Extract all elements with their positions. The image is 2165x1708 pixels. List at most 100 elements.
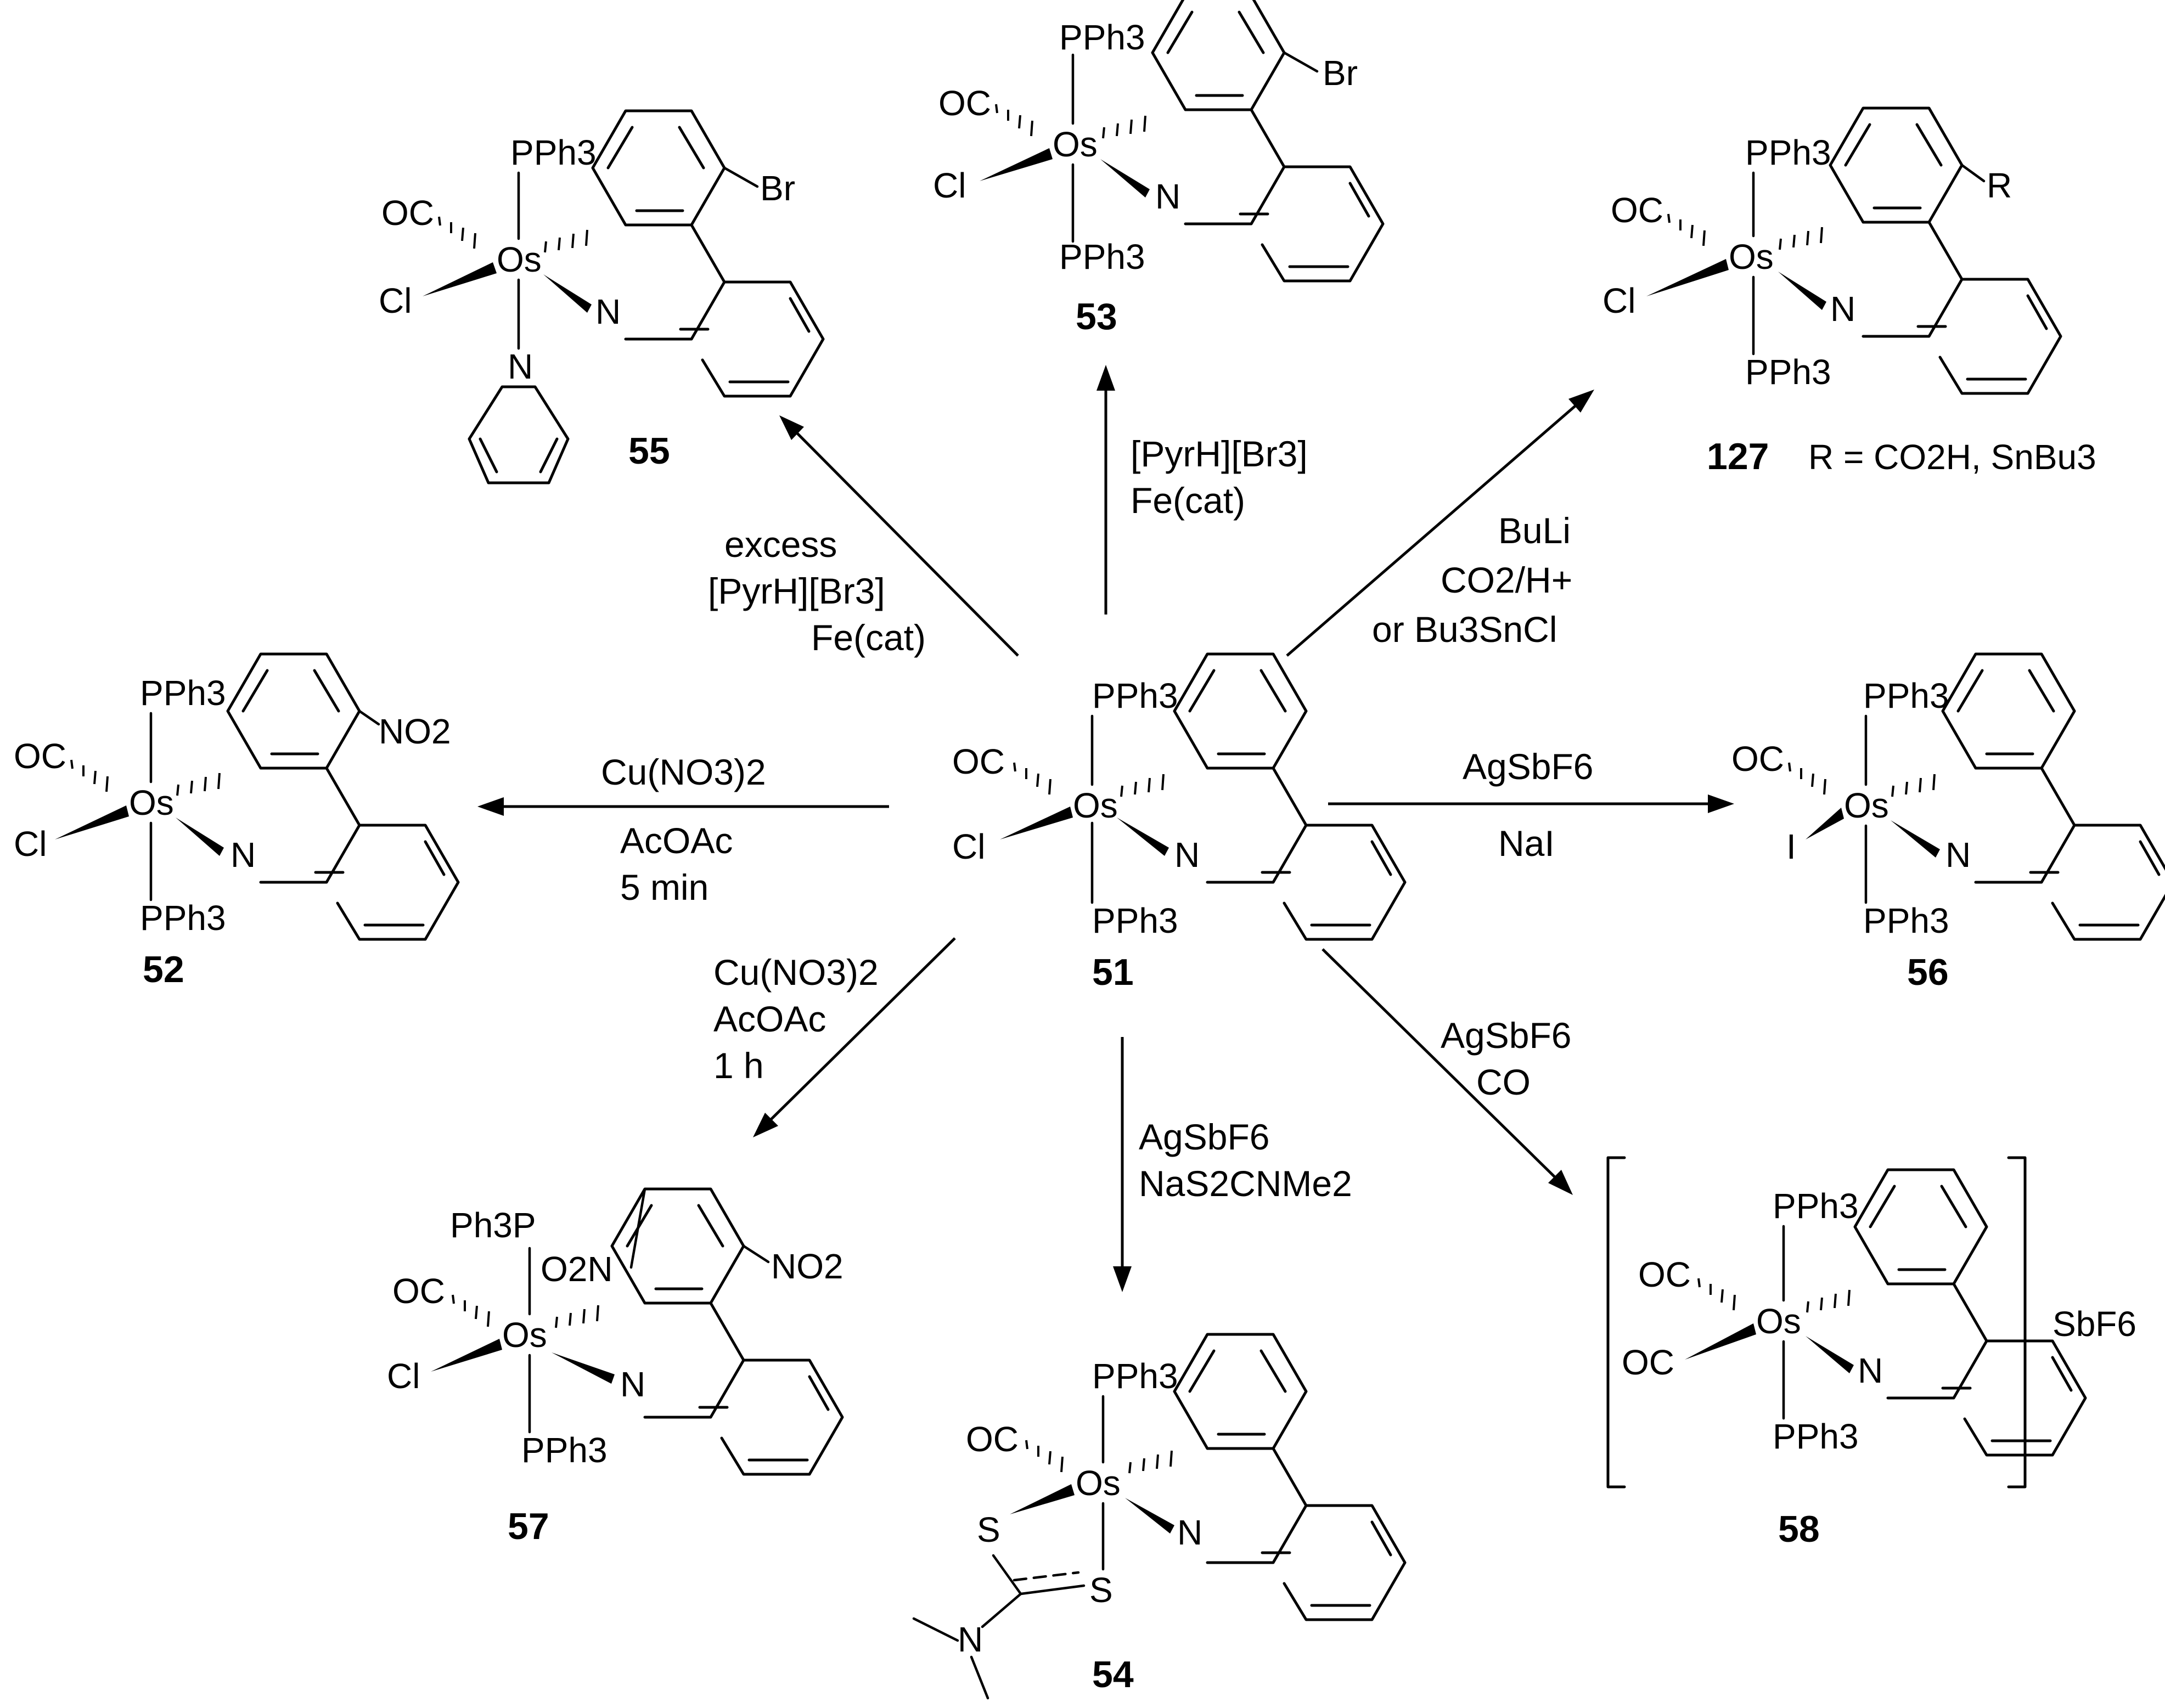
conditions-to-58: AgSbF6 CO: [1441, 1015, 1571, 1102]
c54-s2: S: [1089, 1570, 1113, 1610]
c55-number: 55: [628, 430, 670, 472]
c58-metal: Os: [1756, 1301, 1801, 1341]
cond-127-line1: BuLi: [1498, 510, 1571, 551]
c55-cl-ligand: Cl: [379, 281, 412, 320]
compound-58: SbF6 PPh3 OC OC Os N PPh3 58: [1606, 1156, 2136, 1550]
compound-52: PPh3 OC Cl Os N PPh3 NO2 52: [14, 654, 458, 990]
conditions-to-55: excess [PyrH][Br3] Fe(cat): [708, 524, 926, 658]
c53-cl-ligand: Cl: [933, 166, 966, 205]
c127-number: 127: [1707, 436, 1769, 477]
c54-co-ligand: OC: [966, 1419, 1019, 1459]
cond-52-line1: Cu(NO3)2: [601, 752, 766, 792]
c56-top-ligand: PPh3: [1863, 676, 1949, 715]
conditions-to-54: AgSbF6 NaS2CNMe2: [1139, 1117, 1352, 1204]
arrow-to-53: [1096, 365, 1115, 615]
c57-o2n: O2N: [541, 1249, 613, 1289]
c127-co-ligand: OC: [1611, 190, 1663, 230]
c55-top-ligand: PPh3: [510, 133, 597, 172]
cond-58-line2: CO: [1476, 1062, 1531, 1102]
c53-top-ligand: PPh3: [1059, 18, 1145, 57]
c57-metal: Os: [502, 1315, 547, 1355]
c55-n: N: [595, 292, 621, 331]
compound-51: PPh3 OC Cl Os N PPh3 51: [952, 654, 1405, 993]
c54-number: 54: [1092, 1654, 1134, 1695]
compound-57: Ph3P OC Cl Os N PPh3 O2N NO2 57: [387, 1189, 843, 1547]
c52-metal: Os: [129, 783, 174, 822]
c127-metal: Os: [1729, 237, 1774, 277]
cond-55-line3: Fe(cat): [811, 617, 926, 658]
c57-top-ligand: Ph3P: [450, 1205, 536, 1245]
c56-co-ligand: OC: [1731, 739, 1784, 779]
c52-n: N: [230, 835, 256, 875]
c51-co-ligand: OC: [952, 742, 1005, 781]
conditions-to-52: Cu(NO3)2 AcOAc 5 min: [601, 752, 766, 907]
arrow-to-58: [1322, 948, 1573, 1195]
arrow-to-57: [753, 937, 956, 1137]
c54-n: N: [1177, 1513, 1202, 1552]
c56-bottom-ligand: PPh3: [1863, 901, 1949, 940]
conditions-to-57: Cu(NO3)2 AcOAc 1 h: [713, 952, 879, 1086]
cond-52-line3: 5 min: [620, 867, 708, 907]
c127-r: R: [1987, 166, 2012, 205]
c56-n: N: [1945, 835, 1971, 875]
c127-bottom-ligand: PPh3: [1745, 352, 1831, 392]
c52-no2: NO2: [379, 712, 451, 751]
c55-co-ligand: OC: [381, 193, 434, 233]
c52-co-ligand: OC: [14, 736, 66, 776]
arrow-to-54: [1113, 1037, 1132, 1292]
c58-bottom-ligand: PPh3: [1773, 1417, 1859, 1456]
c54-top-ligand: PPh3: [1092, 1356, 1178, 1396]
c58-counterion: SbF6: [2052, 1304, 2136, 1344]
cond-57-line3: 1 h: [713, 1045, 764, 1086]
c54-metal: Os: [1076, 1463, 1121, 1503]
c58-co-ligand-1: OC: [1638, 1255, 1691, 1294]
c51-number: 51: [1092, 951, 1134, 993]
c53-bottom-ligand: PPh3: [1059, 237, 1145, 277]
conditions-to-127: BuLi CO2/H+ or Bu3SnCl: [1372, 510, 1572, 650]
c55-pyridine-n: N: [508, 347, 533, 386]
conditions-to-53: [PyrH][Br3] Fe(cat): [1131, 433, 1308, 521]
arrow-to-56: [1328, 794, 1734, 813]
c57-no2: NO2: [771, 1247, 843, 1286]
c56-metal: Os: [1844, 786, 1889, 825]
cond-127-line3: or Bu3SnCl: [1372, 609, 1557, 650]
cond-55-line1: excess: [724, 524, 837, 565]
c54-amine-n: N: [958, 1620, 983, 1659]
c127-r-definition: R = CO2H, SnBu3: [1808, 437, 2096, 477]
c51-top-ligand: PPh3: [1092, 676, 1178, 715]
c58-co-ligand-2: OC: [1622, 1343, 1674, 1382]
cond-54-line2: NaS2CNMe2: [1139, 1163, 1352, 1204]
c57-number: 57: [508, 1506, 549, 1547]
c53-metal: Os: [1053, 125, 1098, 164]
cond-57-line2: AcOAc: [713, 999, 826, 1039]
c53-br: Br: [1323, 53, 1358, 93]
c58-top-ligand: PPh3: [1773, 1186, 1859, 1226]
compound-54: PPh3 OC Os N S S N 54: [912, 1334, 1405, 1700]
c55-br: Br: [760, 168, 795, 208]
c127-top-ligand: PPh3: [1745, 133, 1831, 172]
c52-number: 52: [143, 949, 184, 990]
c51-metal: Os: [1073, 786, 1118, 825]
c127-cl-ligand: Cl: [1602, 281, 1635, 320]
cond-52-line2: AcOAc: [620, 820, 733, 861]
c52-top-ligand: PPh3: [140, 673, 226, 713]
c51-bottom-ligand: PPh3: [1092, 901, 1178, 940]
c57-cl-ligand: Cl: [387, 1356, 420, 1396]
cond-56-line2: NaI: [1498, 823, 1555, 864]
c52-bottom-ligand: PPh3: [140, 898, 226, 938]
c127-n: N: [1830, 289, 1855, 329]
cond-53-line2: Fe(cat): [1131, 480, 1245, 521]
compound-127: PPh3 OC Cl Os N PPh3 R 127 R = CO2H, SnB…: [1602, 108, 2096, 477]
c53-number: 53: [1076, 296, 1117, 337]
c51-n: N: [1174, 835, 1200, 875]
c53-n: N: [1155, 177, 1180, 216]
arrow-to-127: [1286, 390, 1594, 657]
c56-i-ligand: I: [1786, 827, 1796, 866]
c58-number: 58: [1778, 1508, 1820, 1550]
cond-57-line1: Cu(NO3)2: [713, 952, 879, 993]
cond-54-line1: AgSbF6: [1139, 1117, 1269, 1157]
cond-127-line2: CO2/H+: [1441, 560, 1572, 600]
cond-58-line1: AgSbF6: [1441, 1015, 1571, 1056]
c51-cl-ligand: Cl: [952, 827, 985, 866]
